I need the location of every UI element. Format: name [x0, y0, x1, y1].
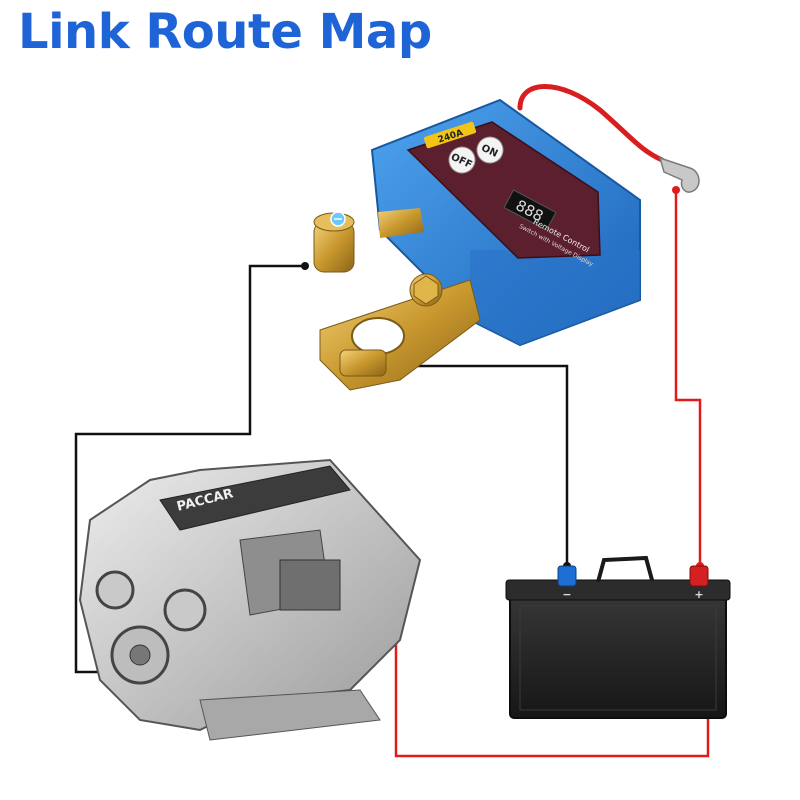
- engine: PACCAR: [78, 458, 422, 741]
- ring-terminal-icon: [658, 156, 700, 193]
- wire-remote-to-battery-positive: [674, 190, 702, 566]
- voltage-display: [503, 189, 557, 231]
- positive-terminal: [689, 565, 709, 587]
- pulley-icon: [163, 588, 207, 632]
- on-button[interactable]: [473, 133, 508, 168]
- brass-battery-clamp: [319, 273, 481, 391]
- battery-disconnect-switch: OFF ON 240A 888 Remote Control Switch wi…: [313, 98, 641, 391]
- wire-end-dot: [301, 262, 309, 270]
- battery: − +: [505, 555, 731, 719]
- wire-switch-to-engine: [74, 264, 305, 674]
- off-button[interactable]: [445, 143, 480, 178]
- remote-lead: [517, 84, 700, 193]
- negative-terminal: [557, 565, 577, 587]
- positive-mark: +: [694, 588, 703, 601]
- battery-handle: [596, 555, 654, 583]
- wire-terminal-to-battery-negative: [398, 364, 569, 566]
- page-title: Link Route Map: [18, 4, 432, 60]
- wire-end-dot: [672, 186, 680, 194]
- negative-mark: −: [562, 588, 571, 601]
- pulley-icon: [95, 570, 135, 610]
- battery-case: [509, 581, 727, 719]
- rating-badge: [423, 121, 477, 149]
- brass-post: [313, 208, 424, 273]
